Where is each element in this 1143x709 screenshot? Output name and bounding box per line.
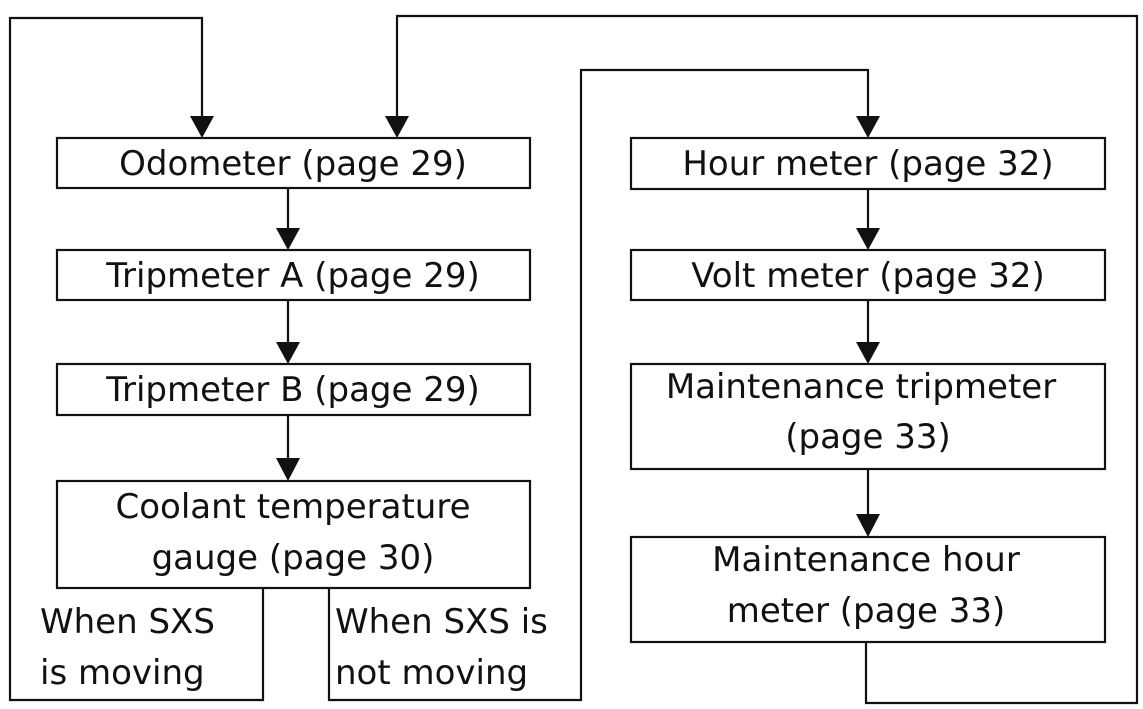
node-hour-meter: Hour meter (page 32) — [629, 136, 1107, 191]
arrowheads — [190, 116, 880, 537]
arrowhead-hour-meter — [856, 116, 880, 138]
arrowhead-volt-meter — [856, 228, 880, 250]
node-volt-meter: Volt meter (page 32) — [629, 248, 1107, 302]
arrowhead-tripmeter-b — [276, 342, 300, 364]
node-tripmeter-a: Tripmeter A (page 29) — [55, 248, 532, 302]
arrowhead-tripmeter-a — [276, 228, 300, 250]
node-coolant-gauge: Coolant temperature gauge (page 30) — [55, 479, 532, 590]
connector-lines — [8, 14, 1139, 705]
node-coolant-label-line1: Coolant temperature — [115, 487, 470, 527]
node-tripmeter-b: Tripmeter B (page 29) — [55, 362, 532, 417]
node-tripmeter-a-label: Tripmeter A (page 29) — [105, 256, 479, 296]
node-maintenance-tripmeter: Maintenance tripmeter (page 33) — [629, 362, 1107, 471]
condition-moving-line2: is moving — [40, 653, 205, 693]
node-maintenance-hour-line2: meter (page 33) — [727, 591, 1006, 631]
arrowhead-maintenance-hour — [856, 514, 880, 537]
arrowhead-maintenance-trip — [856, 342, 880, 364]
node-odometer: Odometer (page 29) — [55, 136, 532, 190]
loop-maintenance-to-odometer — [395, 14, 1139, 705]
node-maintenance-hour-line1: Maintenance hour — [712, 540, 1020, 580]
node-tripmeter-b-label: Tripmeter B (page 29) — [105, 370, 480, 410]
node-odometer-label: Odometer (page 29) — [119, 144, 467, 184]
node-maintenance-tripmeter-line2: (page 33) — [785, 417, 951, 457]
condition-not-moving: When SXS is not moving — [335, 602, 548, 693]
condition-not-moving-line2: not moving — [335, 653, 528, 693]
node-coolant-label-line2: gauge (page 30) — [152, 538, 435, 578]
arrowhead-odometer-right — [385, 116, 409, 138]
condition-not-moving-line1: When SXS is — [335, 602, 548, 642]
condition-moving: When SXS is moving — [40, 602, 215, 693]
loop-moving-to-odometer — [8, 16, 265, 702]
node-volt-meter-label: Volt meter (page 32) — [691, 256, 1045, 296]
condition-moving-line1: When SXS — [40, 602, 215, 642]
node-maintenance-hour-meter: Maintenance hour meter (page 33) — [629, 535, 1107, 644]
link-not-moving-to-hour-meter — [327, 68, 870, 702]
arrowhead-coolant — [276, 458, 300, 481]
arrowhead-odometer-left — [190, 116, 214, 138]
node-maintenance-tripmeter-line1: Maintenance tripmeter — [666, 367, 1056, 407]
node-hour-meter-label: Hour meter (page 32) — [682, 144, 1053, 184]
